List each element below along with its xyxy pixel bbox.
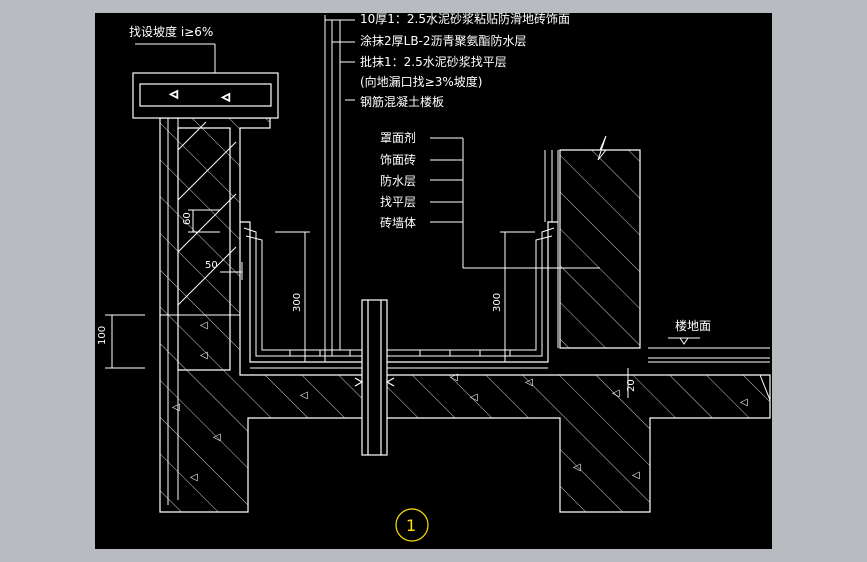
drain-pipe	[354, 299, 395, 456]
wall-note-4: 找平层	[380, 195, 416, 209]
slope-note: 找设坡度 i≥6%	[129, 24, 213, 39]
left-wall-lines	[160, 118, 240, 505]
svg-text:◁: ◁	[612, 388, 620, 399]
layer-note-2: 涂抹2厚LB-2沥青聚氨酯防水层	[360, 33, 527, 48]
dim-300-left: 300	[292, 293, 303, 312]
layer-note-1: 10厚1：2.5水泥砂浆粘贴防滑地砖饰面	[360, 11, 570, 26]
dim-20: 20	[626, 379, 637, 392]
svg-text:◁: ◁	[450, 372, 458, 383]
wall-note-5: 砖墙体	[380, 215, 416, 230]
layer-note-5: 钢筋混凝土楼板	[360, 94, 444, 109]
svg-text:◁: ◁	[525, 377, 533, 388]
svg-text:◁: ◁	[632, 470, 640, 481]
dimension-lines	[105, 209, 629, 398]
svg-text:◁: ◁	[213, 432, 221, 443]
dim-300-right: 300	[492, 293, 503, 312]
svg-text:◁: ◁	[190, 472, 198, 483]
dimension-texts: 60 50 300 300 100 20	[97, 212, 637, 392]
layer-note-3: 批抹1：2.5水泥砂浆找平层	[360, 54, 507, 69]
concrete-structure	[159, 117, 771, 513]
detail-marker: 1	[395, 508, 429, 542]
annotation-labels: 找设坡度 i≥6% 10厚1：2.5水泥砂浆粘贴防滑地砖饰面 涂抹2厚LB-2沥…	[129, 11, 711, 333]
svg-text:◁: ◁	[222, 92, 230, 103]
layer-note-4: (向地漏口找≥3%坡度)	[360, 74, 482, 89]
right-wall-lines	[544, 135, 771, 401]
floor-label: 楼地面	[675, 318, 711, 333]
detail-number: 1	[406, 516, 416, 535]
svg-text:◁: ◁	[172, 402, 180, 413]
finish-layers	[240, 221, 558, 369]
svg-text:◁: ◁	[200, 350, 208, 361]
svg-text:◁: ◁	[573, 462, 581, 473]
svg-text:◁: ◁	[470, 392, 478, 403]
wall-note-3: 防水层	[380, 173, 416, 188]
svg-text:◁: ◁	[200, 320, 208, 331]
top-cap: ◁ ◁	[132, 72, 279, 119]
wall-note-1: 罩面剂	[380, 130, 416, 145]
svg-text:◁: ◁	[740, 397, 748, 408]
dim-50: 50	[205, 260, 218, 271]
dim-60: 60	[182, 212, 193, 225]
aggregate-marks: ◁ ◁ ◁ ◁ ◁ ◁ ◁ ◁ ◁ ◁ ◁ ◁ ◁	[172, 320, 748, 483]
wall-note-2: 饰面砖	[380, 152, 416, 167]
leader-lines	[135, 15, 700, 362]
svg-text:◁: ◁	[170, 89, 178, 100]
svg-text:◁: ◁	[300, 390, 308, 401]
dim-100: 100	[97, 326, 108, 345]
